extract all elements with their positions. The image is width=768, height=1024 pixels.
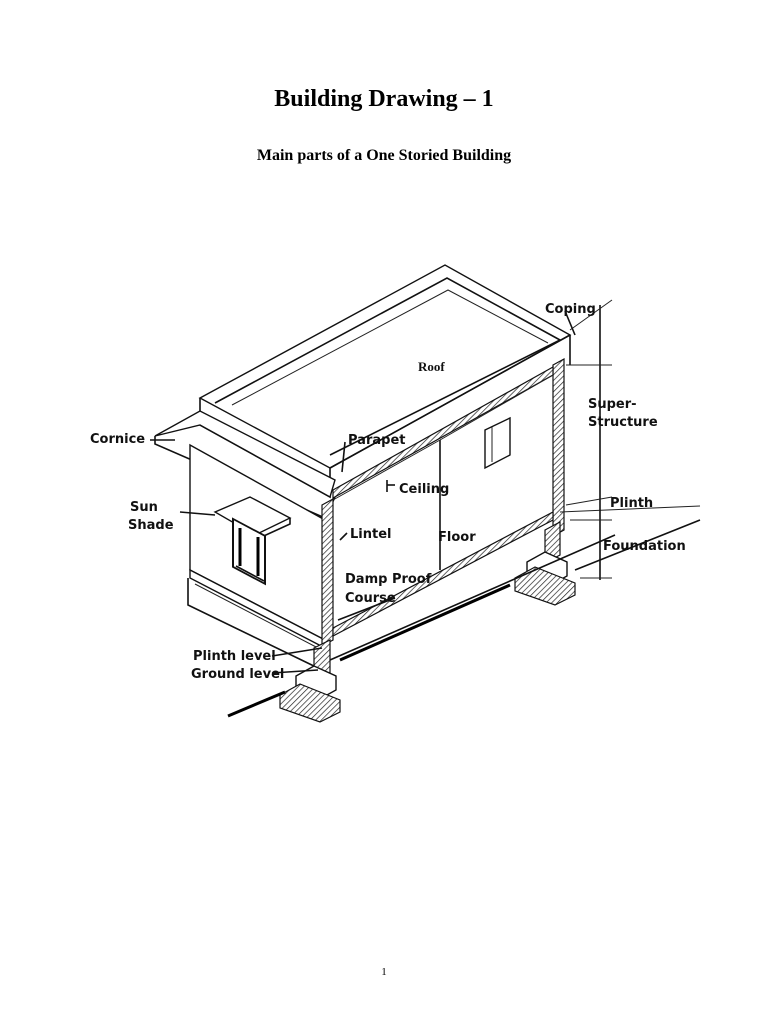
label-foundation: Foundation — [603, 539, 686, 554]
ground-lines — [227, 505, 701, 718]
label-roof: Roof — [418, 359, 445, 374]
label-parapet: Parapet — [348, 433, 405, 448]
label-floor: Floor — [438, 530, 476, 545]
page-number: 1 — [381, 966, 387, 978]
page-subtitle: Main parts of a One Storied Building — [256, 147, 512, 164]
label-sun-shade-1: Sun — [130, 500, 158, 515]
label-coping: Coping — [545, 302, 596, 317]
leader-lines — [150, 310, 576, 674]
label-sun-shade-2: Shade — [128, 518, 174, 533]
label-plinth-level: Plinth level — [193, 649, 276, 664]
label-damp-proof-1: Damp Proof — [345, 572, 432, 587]
dimension-line — [565, 299, 613, 580]
sun-shade-window — [213, 496, 292, 586]
label-cornice: Cornice — [90, 432, 145, 447]
label-plinth: Plinth — [610, 496, 653, 511]
roof-slab — [198, 264, 572, 499]
label-lintel: Lintel — [350, 527, 391, 542]
interior — [332, 374, 554, 570]
label-super-structure-1: Super- — [588, 397, 637, 412]
label-super-structure-2: Structure — [588, 415, 658, 430]
label-ground-level: Ground level — [191, 667, 284, 682]
page-title: Building Drawing – 1 — [274, 86, 494, 112]
label-ceiling: Ceiling — [399, 482, 449, 497]
section-walls — [321, 357, 565, 648]
label-damp-proof-2: Course — [345, 591, 396, 606]
